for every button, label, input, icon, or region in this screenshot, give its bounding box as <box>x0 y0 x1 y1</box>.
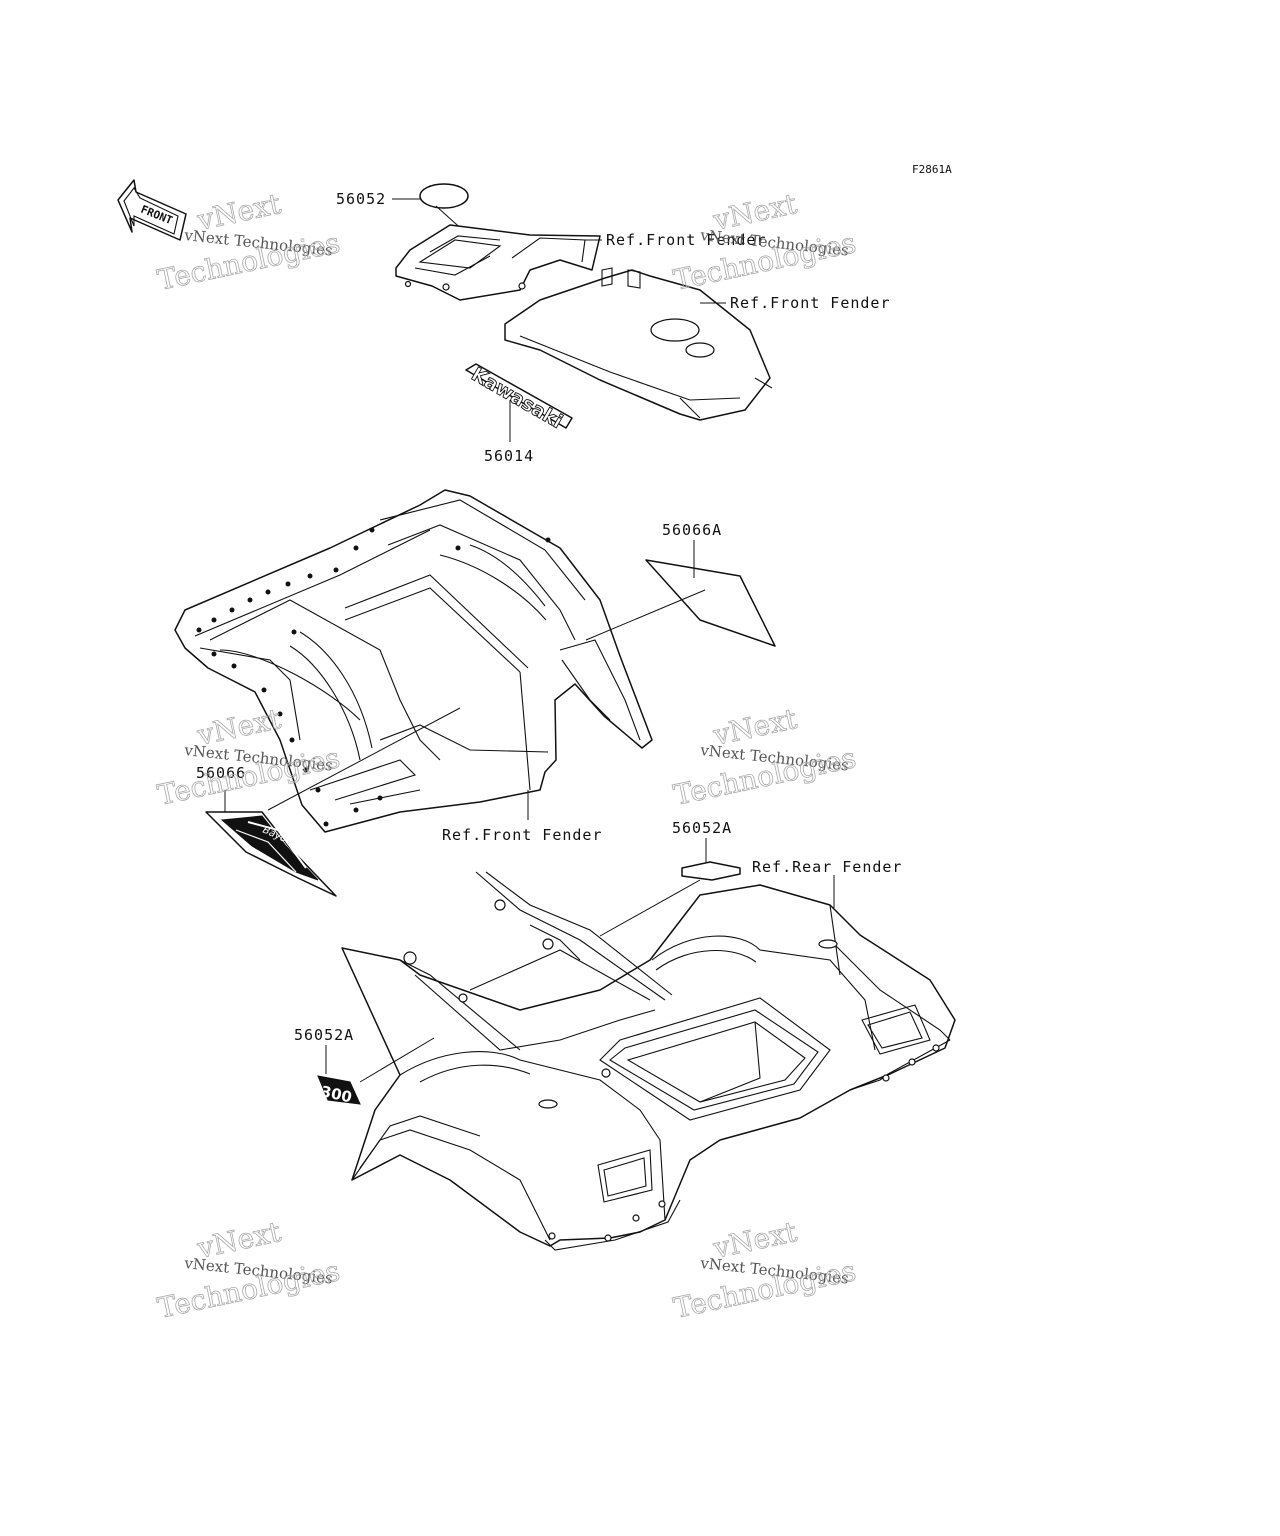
watermark-2: vNext vNext Technologies Technologies <box>670 187 859 298</box>
watermark-5: vNext vNext Technologies Technologies <box>154 1215 343 1326</box>
front-fender <box>174 489 653 833</box>
kawasaki-decal-text: Kawasaki <box>468 363 567 433</box>
figure-code: F2861A <box>912 163 952 176</box>
rear-decal-56052A-top[interactable] <box>681 861 741 881</box>
watermark-6: vNext vNext Technologies Technologies <box>670 1215 859 1326</box>
callout-56052: 56052 <box>336 190 386 208</box>
callout-56014: 56014 <box>484 447 534 465</box>
watermark-1: vNext vNext Technologies Technologies <box>154 187 343 298</box>
ref-front-fender-2: Ref.Front Fender <box>730 294 891 312</box>
ref-front-fender-3: Ref.Front Fender <box>442 826 603 844</box>
front-fender-center-panel <box>504 267 773 421</box>
ref-rear-fender: Ref.Rear Fender <box>752 858 902 876</box>
watermark-4: vNext vNext Technologies Technologies <box>670 702 859 813</box>
front-carrier <box>395 224 601 301</box>
model-badge-56052A[interactable]: 300 <box>317 1075 361 1106</box>
callout-56066: 56066 <box>196 764 246 782</box>
callout-56066A: 56066A <box>662 521 722 539</box>
rear-fender <box>341 871 956 1251</box>
callout-56052A-top: 56052A <box>672 819 732 837</box>
front-direction-arrow-icon: FRONT <box>117 179 187 241</box>
side-decal-56066A[interactable] <box>645 559 776 647</box>
callout-56052A-bottom: 56052A <box>294 1026 354 1044</box>
oval-decal-56052[interactable] <box>419 183 469 209</box>
kawasaki-decal-56014[interactable]: Kawasaki <box>465 363 573 433</box>
ref-front-fender-1: Ref.Front Fender <box>606 231 767 249</box>
side-decal-56066[interactable]: Bayou <box>205 811 337 897</box>
